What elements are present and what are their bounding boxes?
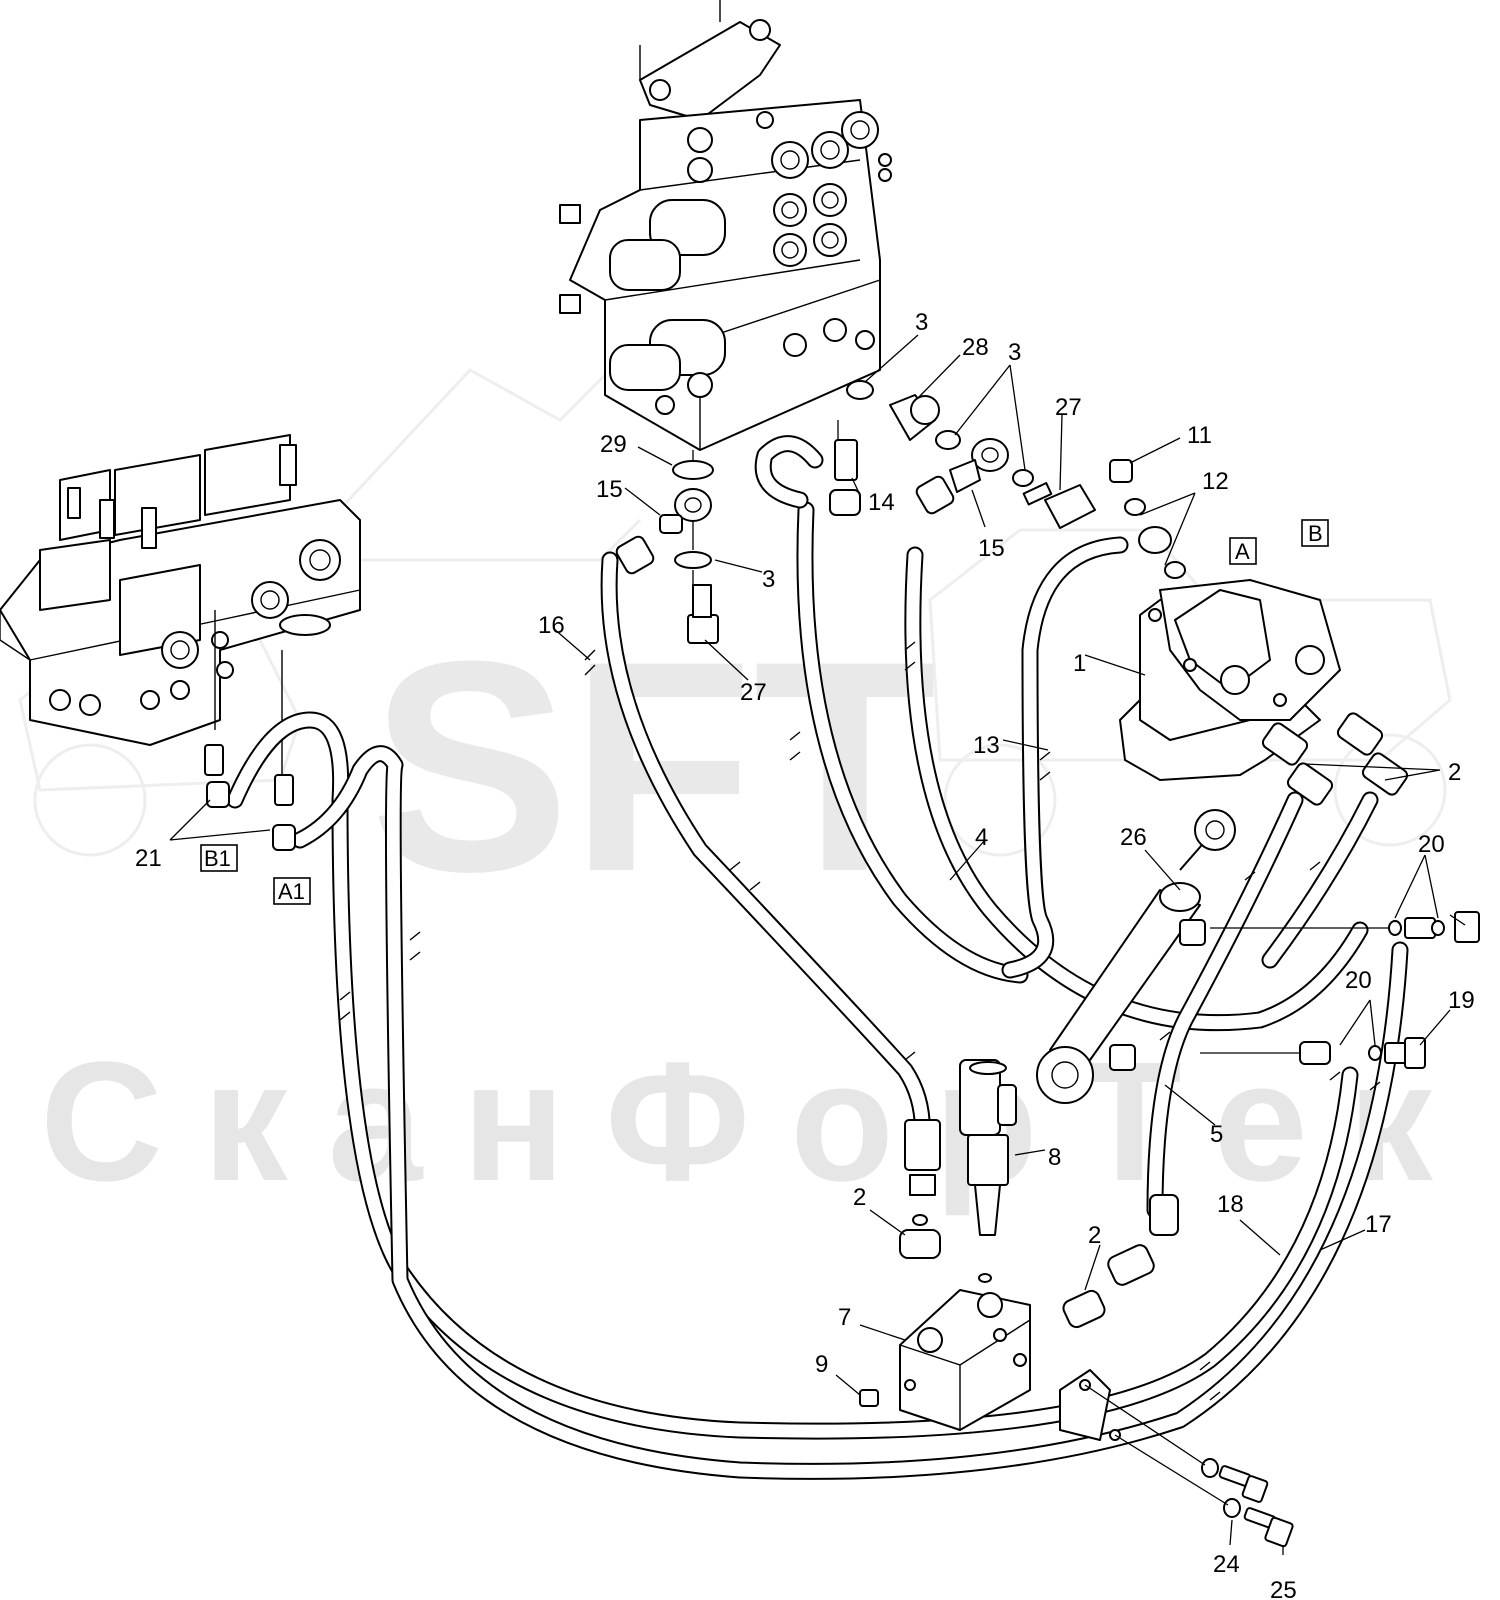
callout-15: 15: [596, 476, 623, 503]
callout-9: 9: [815, 1351, 828, 1378]
callout-2: 2: [1448, 759, 1461, 786]
cylinder: [1036, 809, 1236, 1104]
port-labels: A B A1 B1: [200, 519, 1329, 905]
callout-24: 24: [1213, 1551, 1240, 1578]
port-label-b: B: [1308, 521, 1323, 546]
callout-4: 4: [975, 824, 988, 851]
watermark-brand: СканФорТек: [40, 1027, 1473, 1217]
callout-17: 17: [1365, 1211, 1392, 1238]
callout-3: 3: [1008, 339, 1021, 366]
callout-3: 3: [762, 566, 775, 593]
callout-28: 28: [962, 334, 989, 361]
callout-5: 5: [1210, 1121, 1223, 1148]
callout-20: 20: [1418, 831, 1445, 858]
callout-8: 8: [1048, 1144, 1061, 1171]
callout-20: 20: [1345, 967, 1372, 994]
port-label-a1: A1: [278, 879, 305, 904]
hoses: [226, 435, 1409, 1480]
callout-27: 27: [1055, 394, 1082, 421]
callout-14: 14: [868, 489, 895, 516]
leader-lines: [169, 334, 1466, 1555]
callout-26: 26: [1120, 824, 1147, 851]
callout-1: 1: [1073, 650, 1086, 677]
callout-27: 27: [740, 679, 767, 706]
callout-19: 19: [1448, 987, 1475, 1014]
watermark: SFT СканФорТек: [18, 358, 1473, 1217]
fittings: [204, 380, 1480, 1548]
solenoid-valve-block: [0, 434, 361, 790]
callout-13: 13: [973, 732, 1000, 759]
callout-18: 18: [1217, 1191, 1244, 1218]
callout-29: 29: [600, 431, 627, 458]
callout-3: 3: [915, 309, 928, 336]
callout-2: 2: [853, 1184, 866, 1211]
callout-15: 15: [978, 535, 1005, 562]
control-valve-block: [559, 0, 892, 451]
callout-25: 25: [1270, 1577, 1297, 1600]
hydraulic-motor: [1119, 579, 1341, 781]
callout-21: 21: [135, 845, 162, 872]
port-label-a: A: [1235, 539, 1250, 564]
callout-16: 16: [538, 612, 565, 639]
callout-7: 7: [838, 1304, 851, 1331]
port-label-b1: B1: [204, 846, 231, 871]
callout-11: 11: [1187, 422, 1212, 449]
callout-2: 2: [1088, 1222, 1101, 1249]
callout-12: 12: [1202, 468, 1229, 495]
callouts: 1 2 2 2 3 3 3 4 5 7 8 9 11 12 13 14 15 1…: [135, 309, 1475, 1600]
